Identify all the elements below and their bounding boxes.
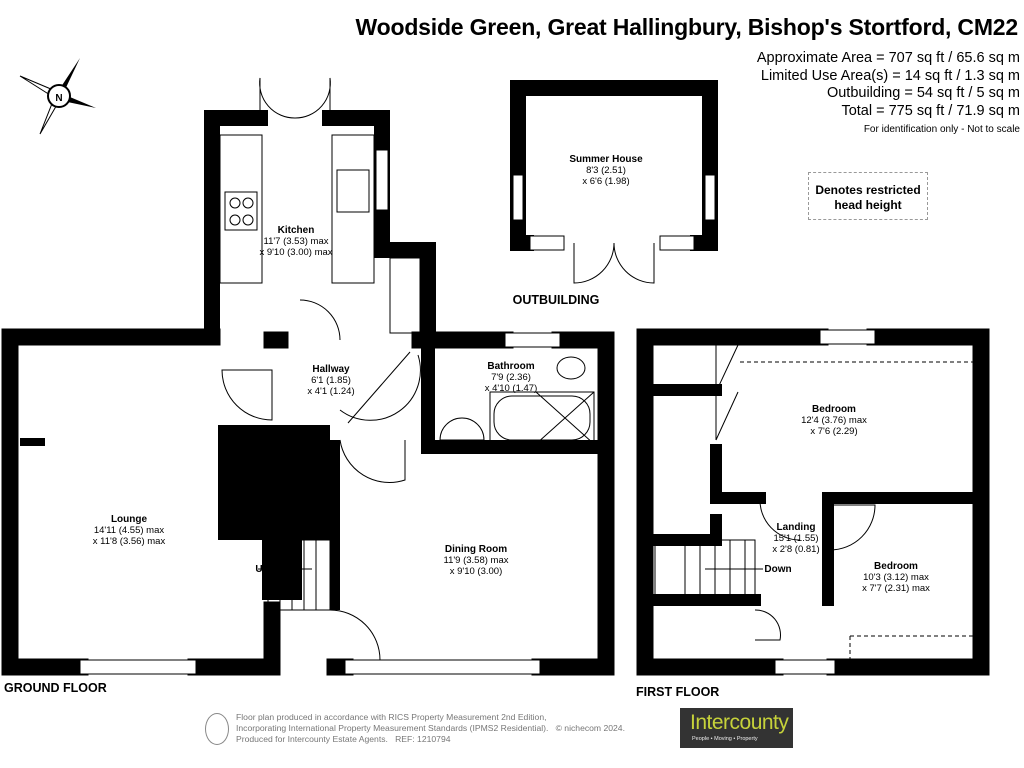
area-limited: Limited Use Area(s) = 14 sq ft / 1.3 sq …: [760, 67, 1020, 84]
area-approx: Approximate Area = 707 sq ft / 65.6 sq m: [756, 50, 1020, 66]
outbuilding-label: OUTBUILDING: [513, 293, 600, 307]
svg-text:7'9 (2.36): 7'9 (2.36): [491, 372, 531, 383]
ground-floor-label: GROUND FLOOR: [4, 681, 107, 695]
ground-floor-walls: [1, 77, 615, 676]
svg-text:Dining Room: Dining Room: [445, 544, 507, 555]
svg-text:x 6'6 (1.98): x 6'6 (1.98): [582, 176, 629, 187]
first-floor-label: FIRST FLOOR: [636, 685, 719, 699]
property-address-title: Woodside Green, Great Hallingbury, Bisho…: [355, 14, 1019, 40]
stairs-down-label: Down: [764, 564, 791, 575]
svg-text:x 2'8 (0.81): x 2'8 (0.81): [772, 544, 819, 555]
room-bathroom: Bathroom 7'9 (2.36) x 4'10 (1.47): [485, 361, 538, 394]
svg-text:10'3 (3.12) max: 10'3 (3.12) max: [863, 572, 929, 583]
area-summary: Approximate Area = 707 sq ft / 65.6 sq m…: [757, 50, 1020, 136]
svg-text:Lounge: Lounge: [111, 514, 148, 525]
logo-name: Intercounty: [690, 711, 789, 734]
footer-line-1: Floor plan produced in accordance with R…: [236, 712, 547, 722]
svg-text:N: N: [55, 93, 62, 104]
svg-text:x 9'10 (3.00) max: x 9'10 (3.00) max: [259, 247, 332, 258]
svg-text:14'11 (4.55) max: 14'11 (4.55) max: [94, 525, 165, 536]
person-icon: [205, 713, 229, 745]
svg-text:Bedroom: Bedroom: [812, 404, 856, 415]
svg-text:6'1 (1.85): 6'1 (1.85): [311, 375, 351, 386]
svg-text:Landing: Landing: [777, 522, 816, 533]
room-kitchen: Kitchen 11'7 (3.53) max x 9'10 (3.00) ma…: [259, 225, 332, 258]
footer-line-3: Produced for Intercounty Estate Agents. …: [236, 734, 625, 745]
room-hallway: Hallway 6'1 (1.85) x 4'1 (1.24): [307, 364, 354, 397]
stairs-up-label: Up: [255, 564, 268, 575]
svg-text:Bedroom: Bedroom: [874, 561, 918, 572]
room-dining: Dining Room 11'9 (3.58) max x 9'10 (3.00…: [443, 544, 508, 577]
room-bedroom-1: Bedroom 12'4 (3.76) max x 7'6 (2.29): [801, 404, 867, 437]
room-bedroom-2: Bedroom 10'3 (3.12) max x 7'7 (2.31) max: [862, 561, 930, 594]
svg-text:Bathroom: Bathroom: [487, 361, 534, 372]
reference-number: REF: 1210794: [395, 734, 451, 744]
room-summer-house: Summer House 8'3 (2.51) x 6'6 (1.98): [569, 154, 643, 187]
area-total: Total = 775 sq ft / 71.9 sq m: [841, 102, 1020, 119]
svg-text:x 11'8 (3.56) max: x 11'8 (3.56) max: [93, 536, 166, 547]
svg-text:15'1 (1.55): 15'1 (1.55): [773, 533, 818, 544]
outbuilding-walls: [510, 80, 718, 284]
logo-tagline: People • Moving • Property: [692, 736, 758, 742]
svg-text:12'4 (3.76) max: 12'4 (3.76) max: [801, 415, 867, 426]
svg-text:x 4'1 (1.24): x 4'1 (1.24): [307, 386, 354, 397]
area-outbuilding: Outbuilding = 54 sq ft / 5 sq m: [826, 85, 1020, 101]
restricted-head-height-legend: Denotes restricted head height: [808, 172, 928, 220]
svg-text:11'9 (3.58) max: 11'9 (3.58) max: [443, 555, 508, 566]
svg-text:x 4'10 (1.47): x 4'10 (1.47): [485, 383, 538, 394]
footer-standards: Incorporating International Property Mea…: [236, 723, 549, 733]
svg-text:Summer House: Summer House: [569, 154, 643, 165]
room-lounge: Lounge 14'11 (4.55) max x 11'8 (3.56) ma…: [93, 514, 166, 547]
compass-north-icon: N: [19, 58, 96, 135]
svg-text:x 7'6 (2.29): x 7'6 (2.29): [810, 426, 857, 437]
svg-text:8'3 (2.51): 8'3 (2.51): [586, 165, 626, 176]
intercounty-logo: Intercounty People • Moving • Property: [680, 708, 793, 748]
svg-text:Kitchen: Kitchen: [278, 225, 315, 236]
room-landing: Landing 15'1 (1.55) x 2'8 (0.81): [772, 522, 819, 555]
scale-note: For identification only - Not to scale: [863, 124, 1020, 135]
svg-text:11'7 (3.53) max: 11'7 (3.53) max: [263, 236, 328, 247]
svg-text:x 9'10 (3.00): x 9'10 (3.00): [450, 566, 503, 577]
svg-text:Hallway: Hallway: [312, 364, 350, 375]
copyright: © nichecom 2024.: [555, 723, 625, 733]
footer-notes: Floor plan produced in accordance with R…: [236, 712, 625, 745]
footer-produced: Produced for Intercounty Estate Agents.: [236, 734, 388, 744]
footer-line-2: Incorporating International Property Mea…: [236, 723, 625, 734]
first-floor-walls: [636, 328, 990, 676]
svg-text:x 7'7 (2.31) max: x 7'7 (2.31) max: [862, 583, 930, 594]
